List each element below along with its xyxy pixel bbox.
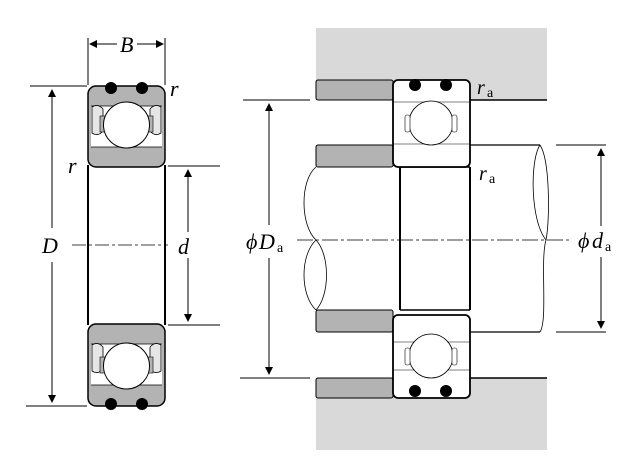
shaft-shoulder	[315, 309, 394, 333]
shaft-shoulder-dimension: ϕ d a	[556, 144, 612, 333]
ball	[103, 101, 150, 149]
snap-ring-dot	[409, 79, 421, 91]
snap-ring-dot	[136, 82, 148, 94]
housing-fillet-label: r a	[477, 77, 494, 101]
svg-text:r: r	[479, 163, 487, 185]
snap-ring-dot	[105, 398, 117, 410]
snap-ring-dot	[136, 398, 148, 410]
shaft-shoulder-symbol: d	[592, 228, 604, 253]
shaft-shoulder-prefix: ϕ	[578, 228, 589, 253]
shaft-shoulder	[315, 144, 394, 168]
bore-diameter-dimension: d	[168, 165, 220, 326]
left-bearing-view: B D d	[26, 32, 220, 410]
snap-ring-dot	[105, 82, 117, 94]
snap-ring-dot	[440, 79, 452, 91]
corner-radius-label-top: r	[170, 76, 179, 101]
housing-shoulder-prefix: ϕ	[246, 229, 257, 254]
mounted-bearing-top	[392, 79, 471, 168]
corner-radius-label-side: r	[68, 153, 77, 178]
bearing-section-bottom	[87, 323, 166, 410]
outer-diameter-dimension: D	[26, 85, 87, 407]
ball	[408, 333, 454, 379]
housing-shoulder-sub: a	[277, 241, 284, 256]
ball	[103, 342, 150, 390]
outer-diameter-label: D	[41, 233, 58, 258]
bearing-section-top	[87, 82, 166, 168]
snap-ring-dot	[409, 385, 421, 397]
svg-text:a: a	[489, 172, 496, 187]
shaft-fillet-label: r a	[479, 163, 496, 187]
housing-shoulder-symbol: D	[258, 229, 275, 254]
shaft	[303, 144, 549, 333]
housing-shoulder	[315, 377, 394, 399]
shaft-shoulder-sub: a	[605, 240, 612, 255]
svg-text:a: a	[487, 86, 494, 101]
mounted-bearing-bottom	[392, 314, 471, 399]
svg-text:r: r	[477, 77, 485, 99]
bore-diameter-label: d	[178, 234, 190, 259]
right-mounting-view: r a r a ϕ D a ϕ d a	[240, 28, 612, 450]
width-label: B	[120, 32, 133, 57]
snap-ring-dot	[440, 385, 452, 397]
ball	[408, 100, 454, 146]
housing-shoulder	[315, 79, 394, 101]
width-dimension: B	[87, 32, 166, 85]
housing-shoulder-dimension: ϕ D a	[240, 99, 310, 379]
